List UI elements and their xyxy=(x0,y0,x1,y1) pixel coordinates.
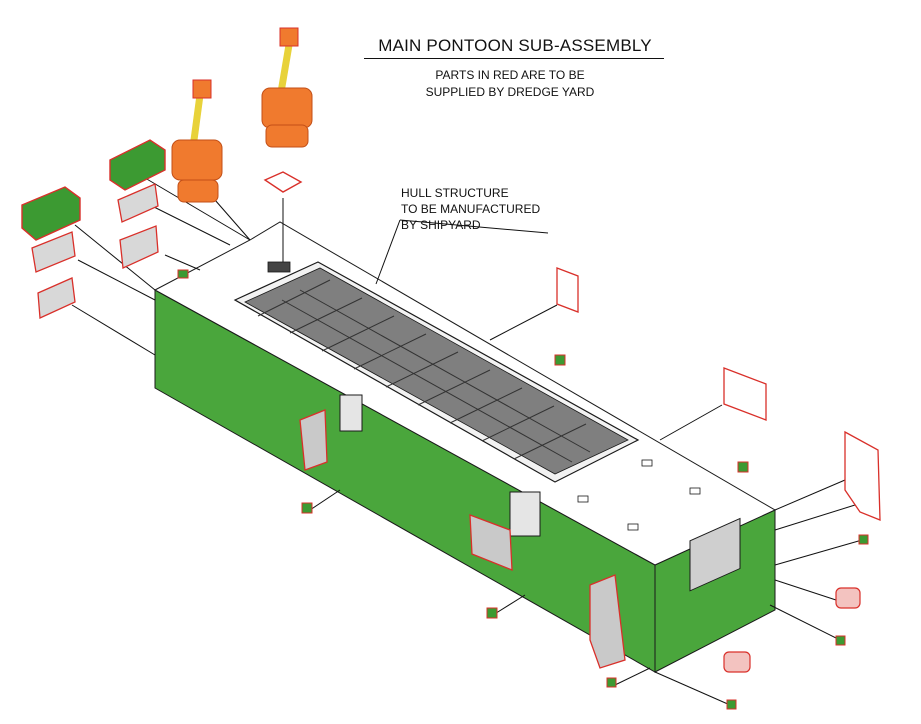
hull-end-opening xyxy=(689,517,741,592)
hull-structure-callout: HULL STRUCTURE TO BE MANUFACTURED BY SHI… xyxy=(401,185,540,233)
plate-1 xyxy=(117,183,159,223)
plate-end-1 xyxy=(556,267,579,313)
hull-callout-line-1: HULL STRUCTURE xyxy=(401,186,509,200)
plate-3 xyxy=(31,231,76,273)
side-plate-1 xyxy=(299,409,328,471)
hull-side-opening-1 xyxy=(339,394,363,432)
spud-assembly-2 xyxy=(261,27,313,148)
bracket-1 xyxy=(109,139,166,191)
yard-supplied-brackets xyxy=(21,139,881,710)
deck-fittings xyxy=(267,261,701,531)
plate-2 xyxy=(119,225,159,269)
red-parts-note-line-1: PARTS IN RED ARE TO BE xyxy=(435,68,585,82)
red-parts-note-line-2: SUPPLIED BY DREDGE YARD xyxy=(425,85,595,99)
leader-lines xyxy=(71,174,863,706)
side-plate-2 xyxy=(469,514,513,571)
hull-callout-line-3: BY SHIPYARD xyxy=(401,218,481,232)
diagram-title: MAIN PONTOON SUB-ASSEMBLY xyxy=(378,36,652,55)
bracket-2 xyxy=(21,186,81,241)
end-couplers xyxy=(723,587,861,673)
clip-fittings xyxy=(177,269,869,710)
plate-end-2 xyxy=(723,367,767,421)
red-parts-note: PARTS IN RED ARE TO BE SUPPLIED BY DREDG… xyxy=(380,67,640,101)
side-plate-3 xyxy=(589,574,626,669)
spud-assembly-1 xyxy=(171,79,223,203)
title-underline xyxy=(364,58,664,59)
hull-well-interior xyxy=(244,267,629,475)
plate-4 xyxy=(37,277,76,319)
plate-end-3 xyxy=(844,430,881,521)
hull-structure xyxy=(153,221,777,673)
hull-callout-line-2: TO BE MANUFACTURED xyxy=(401,202,541,216)
hull-side-opening-2 xyxy=(509,491,541,537)
hull-well-frames xyxy=(257,279,591,463)
hatch-cover xyxy=(263,171,303,193)
